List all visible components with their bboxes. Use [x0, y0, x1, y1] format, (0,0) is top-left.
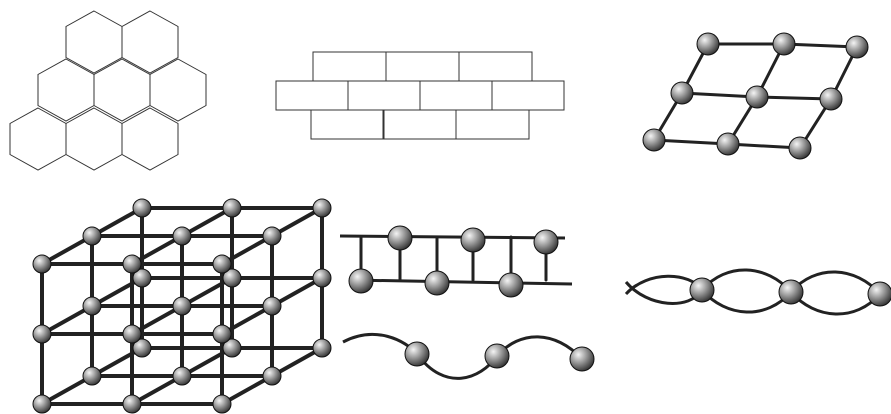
chain-loop — [700, 268, 793, 293]
atom-sphere — [778, 279, 804, 305]
brick-cell — [382, 109, 457, 140]
brick-cell — [385, 51, 460, 82]
atom-sphere — [845, 35, 869, 59]
chain-loop — [789, 291, 882, 316]
atom-sphere — [533, 229, 559, 255]
hexagon-cell — [121, 107, 179, 171]
atom-sphere — [222, 198, 242, 218]
brick-cell — [458, 51, 533, 82]
hexagon-cell — [9, 107, 67, 171]
atom-sphere — [32, 324, 52, 344]
bond-line — [40, 304, 94, 336]
atom-sphere — [348, 268, 374, 294]
atom-sphere — [498, 272, 524, 298]
hexagon-cell — [121, 10, 179, 74]
atom-sphere — [82, 366, 102, 386]
bond-line — [782, 42, 859, 49]
bond-line — [652, 138, 730, 146]
brick-cell — [347, 80, 421, 111]
atom-sphere — [122, 394, 142, 414]
atom-sphere — [689, 277, 715, 303]
hexagon-cell — [149, 58, 207, 122]
atom-sphere — [212, 254, 232, 274]
bond-line — [726, 142, 802, 150]
bond-line — [220, 374, 274, 406]
bond-line — [220, 234, 274, 266]
chain-loop — [700, 289, 793, 314]
atom-sphere — [122, 254, 142, 274]
atom-sphere — [82, 296, 102, 316]
bond-line — [40, 234, 94, 266]
honeycomb-panel — [9, 10, 207, 171]
brick-cell — [312, 51, 387, 82]
atom-sphere — [222, 338, 242, 358]
atom-sphere — [460, 227, 486, 253]
brick-cell — [275, 80, 349, 111]
bond-line — [130, 304, 184, 336]
atom-sphere — [484, 343, 510, 369]
bond-line — [90, 206, 144, 238]
atom-sphere — [312, 268, 332, 288]
atom-sphere — [212, 394, 232, 414]
atom-sphere — [867, 281, 891, 307]
chains-panel — [339, 225, 595, 380]
atom-sphere — [32, 394, 52, 414]
atom-sphere — [172, 366, 192, 386]
bond-line — [270, 346, 324, 378]
atom-sphere — [262, 296, 282, 316]
bond-line — [220, 304, 274, 336]
atom-sphere — [788, 136, 812, 160]
atom-sphere — [819, 87, 843, 111]
atom-sphere — [122, 324, 142, 344]
atom-sphere — [172, 296, 192, 316]
atom-sphere — [222, 268, 242, 288]
bond-line — [755, 95, 833, 101]
cubic-lattice-panel — [32, 198, 332, 414]
atom-sphere — [262, 226, 282, 246]
bond-line — [130, 234, 184, 266]
backbone-line — [349, 278, 573, 286]
backbone-line — [339, 234, 566, 240]
atom-sphere — [212, 324, 232, 344]
atom-sphere — [312, 198, 332, 218]
beaded-chain-panel — [624, 268, 891, 316]
atom-sphere — [32, 254, 52, 274]
brick-cell — [419, 80, 493, 111]
atom-sphere — [132, 268, 152, 288]
atom-sphere — [82, 226, 102, 246]
bond-line — [270, 206, 324, 238]
atom-sphere — [132, 338, 152, 358]
atom-sphere — [312, 338, 332, 358]
atom-sphere — [670, 81, 694, 105]
atom-sphere — [172, 226, 192, 246]
atom-sphere — [642, 128, 666, 152]
brick-cell — [310, 109, 385, 140]
atom-sphere — [387, 225, 413, 251]
bond-line — [180, 206, 234, 238]
brick-wall-panel — [275, 51, 565, 140]
wave-chain — [342, 332, 584, 380]
atom-sphere — [772, 32, 796, 56]
bond-line — [40, 374, 94, 406]
atom-sphere — [696, 32, 720, 56]
bond-line — [130, 374, 184, 406]
brick-cell — [455, 109, 530, 140]
atom-sphere — [424, 270, 450, 296]
atom-sphere — [132, 198, 152, 218]
bond-line — [680, 91, 759, 99]
atom-sphere — [262, 366, 282, 386]
bond-line — [270, 276, 324, 308]
hexagon-cell — [65, 107, 123, 171]
chain-loop — [789, 270, 882, 295]
brick-cell — [491, 80, 565, 111]
atom-sphere — [569, 346, 595, 372]
square-lattice-panel — [642, 32, 869, 160]
atom-sphere — [404, 341, 430, 367]
atom-sphere — [745, 85, 769, 109]
atom-sphere — [716, 132, 740, 156]
